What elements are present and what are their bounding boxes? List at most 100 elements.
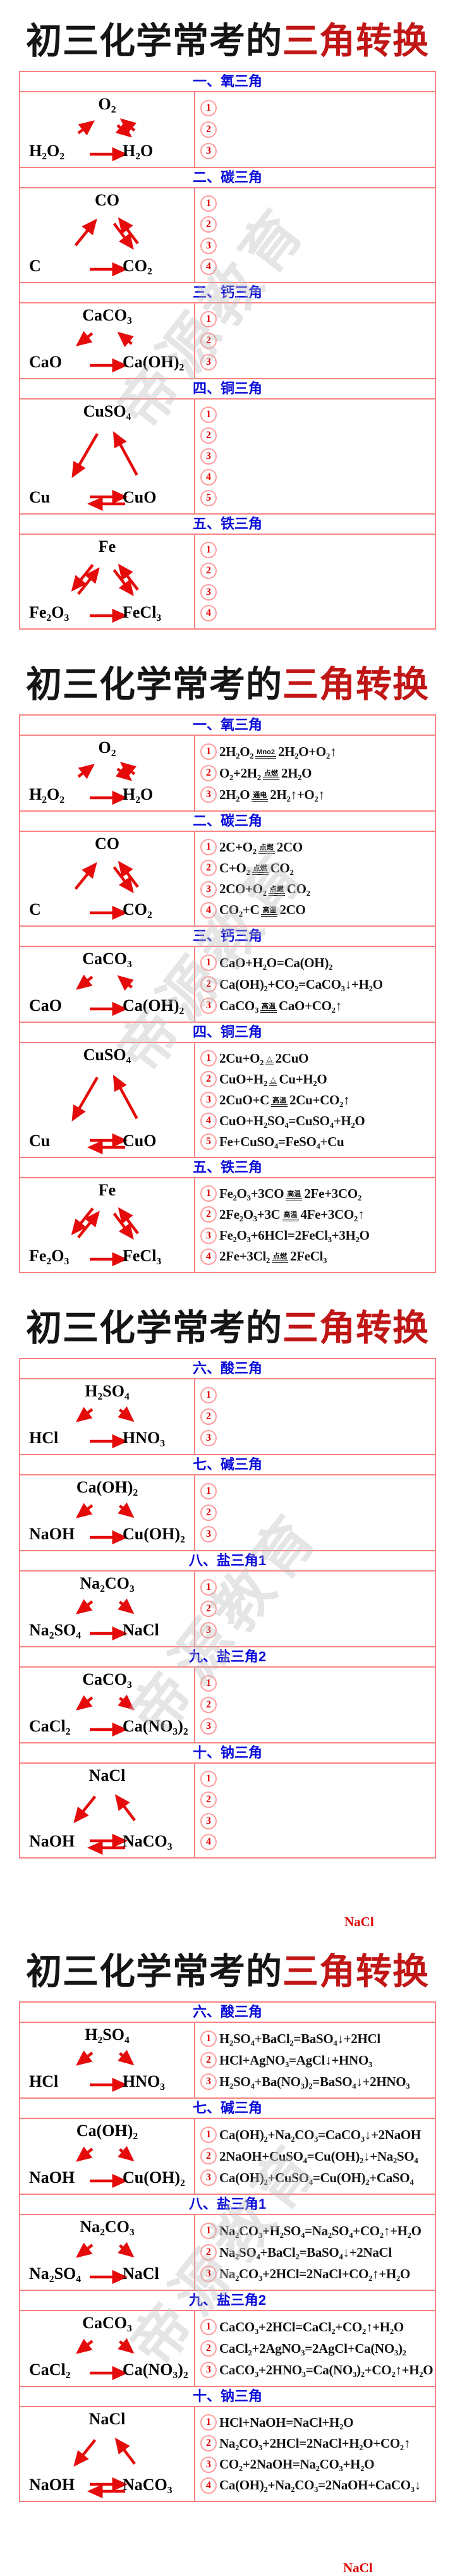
circled-number: 1	[200, 1675, 217, 1692]
circled-number: 3	[200, 2456, 217, 2473]
triangle-arrows	[76, 2146, 135, 2188]
equation-text: Fe+CuSO₄=FeSO₄+Cu	[219, 1133, 344, 1149]
reaction-condition-label: 通电	[252, 791, 269, 802]
circled-number: 4	[200, 469, 217, 485]
circled-number: 1	[200, 1185, 217, 1202]
triangle-bottom-left-label: Cu	[29, 488, 51, 506]
circled-number: 1	[200, 100, 217, 116]
equation-line: 1	[200, 1483, 434, 1499]
circled-number: 1	[200, 2127, 217, 2143]
page-title-black-text: 初三化学常考的	[26, 664, 282, 705]
triangle-bottom-right-label: HNO₃	[123, 1429, 166, 1447]
equation-text: HCl+NaOH=NaCl+H₂O	[219, 2414, 354, 2430]
conversion-arrow	[76, 331, 94, 346]
equation-text: Na₂CO₃+2HCl=2NaCl+CO₂↑+H₂O	[219, 2266, 411, 2281]
circled-number: 3	[200, 881, 217, 898]
circled-number: 3	[200, 998, 217, 1014]
equation-line: 2	[200, 427, 434, 444]
triangle-top-label: NaCl	[88, 1766, 126, 1785]
triangle-bottom-left-label: HCl	[29, 2072, 59, 2091]
triangle-top-label: CuSO₄	[83, 1046, 131, 1064]
equation-line: 2	[200, 1408, 434, 1425]
triangle-bottom-right-label: Ca(OH)₂	[123, 996, 185, 1015]
conversion-arrow	[119, 762, 137, 778]
section-header: 十、钠三角	[20, 2386, 435, 2407]
page-title: 初三化学常考的三角转换	[0, 665, 455, 705]
reaction-condition-label: 点燃	[258, 844, 275, 854]
conversion-arrow	[112, 431, 138, 476]
circled-number: 4	[200, 1113, 217, 1129]
triangle-top-label: CaCO₃	[82, 949, 132, 968]
equation-line: 1	[200, 100, 434, 116]
section-header: 七、碱三角	[20, 1454, 435, 1475]
section-header: 五、铁三角	[20, 1157, 435, 1178]
reaction-condition-label: 点燃	[262, 770, 279, 780]
equation-line: 5	[200, 490, 434, 506]
circled-number: 1	[200, 406, 217, 423]
circled-number: 3	[200, 2266, 217, 2282]
circled-number: 1	[200, 195, 217, 212]
conversion-arrow	[118, 2242, 135, 2258]
equation-line: 3	[200, 1812, 434, 1829]
conversion-arrow	[76, 1407, 94, 1422]
circled-number: 1	[200, 2414, 217, 2431]
triangle-bottom-right-label: NaCO₃	[123, 2475, 173, 2494]
triangle-arrows	[73, 1794, 136, 1855]
equation-text: CaCO₃+2HCl=CaCl₂+CO₂↑+H₂O	[219, 2319, 404, 2335]
conversion-arrow	[112, 1075, 138, 1120]
reaction-condition-label: △	[269, 1076, 277, 1086]
triangle-arrows	[71, 563, 139, 623]
conversion-arrow	[76, 1503, 94, 1518]
conversion-arrow	[118, 2338, 135, 2354]
section-header: 八、盐三角1	[20, 2194, 435, 2215]
equation-line: 1	[200, 1675, 434, 1692]
section-header: 九、盐三角2	[20, 1646, 435, 1668]
conversion-arrow	[74, 218, 97, 247]
section-header: 六、酸三角	[20, 1359, 435, 1379]
equation-text: Na₂CO₃+H₂SO₄=Na₂SO₄+CO₂↑+H₂O	[219, 2223, 422, 2238]
triangle-bottom-left-label: Fe₂O₃	[29, 603, 70, 621]
conversion-arrow	[71, 564, 94, 592]
triangle-top-label: CaCO₃	[82, 1670, 132, 1688]
section-header: 二、碳三角	[20, 167, 435, 188]
